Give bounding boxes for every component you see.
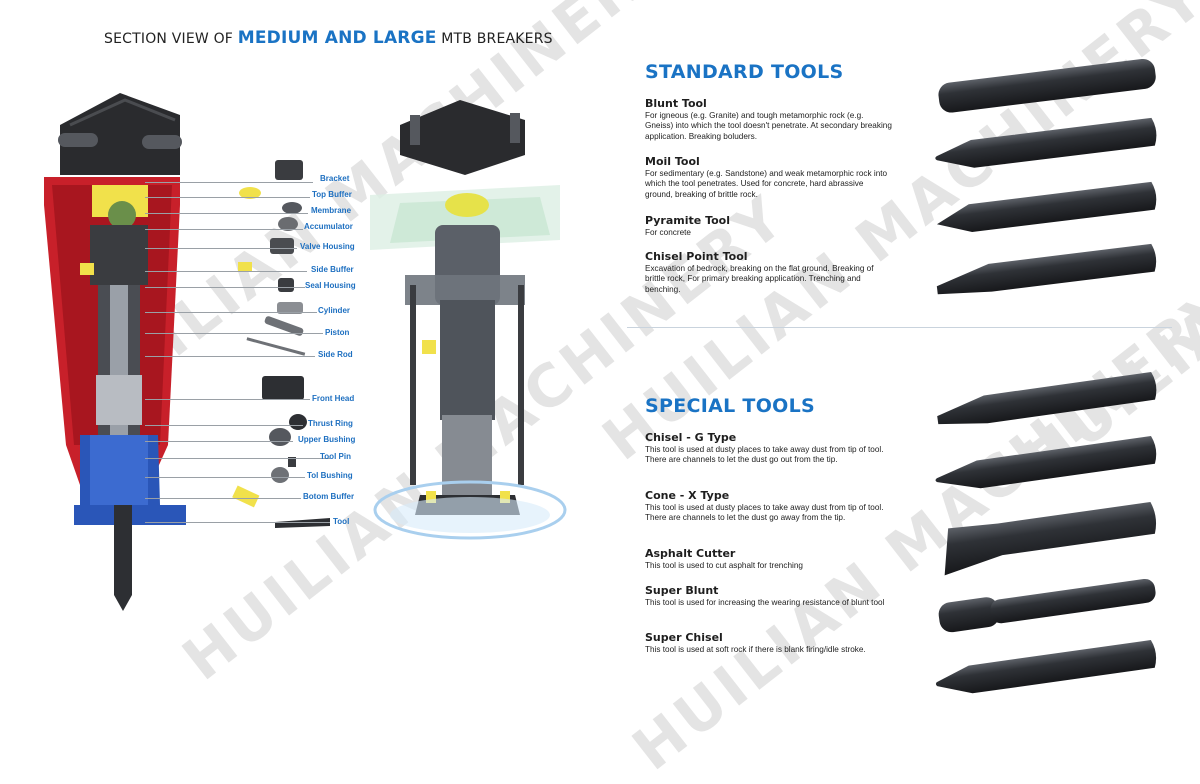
- tool-description: This tool is used at dusty places to tak…: [645, 503, 884, 523]
- special-tools-heading: SPECIAL TOOLS: [645, 395, 815, 417]
- breaker-assembly-illustration: [370, 100, 567, 540]
- special-tool-images: [935, 371, 1157, 694]
- standard-tools-heading: STANDARD TOOLS: [645, 61, 844, 83]
- tool-entry: Super Chisel This tool is used at soft r…: [645, 631, 893, 655]
- tool-entry: Blunt Tool For igneous (e.g. Granite) an…: [645, 97, 893, 142]
- section-divider: [627, 327, 1172, 328]
- standard-tool-images: [935, 58, 1157, 295]
- tool-description: For concrete: [645, 228, 691, 237]
- tool-description: For sedimentary (e.g. Sandstone) and wea…: [645, 169, 888, 199]
- super-blunt-image: [938, 578, 1156, 633]
- part-label: Top Buffer: [312, 190, 352, 199]
- tool-description: Excavation of bedrock, breaking on the f…: [645, 264, 874, 294]
- tool-entry: Pyramite Tool For concrete: [645, 214, 893, 238]
- tool-entry: Chisel Point Tool Excavation of bedrock,…: [645, 250, 893, 295]
- chisel-point-tool-image: [936, 243, 1157, 295]
- part-label: Side Rod: [318, 350, 353, 359]
- part-label: Botom Buffer: [303, 492, 355, 501]
- part-label: Tol Bushing: [307, 471, 353, 480]
- tool-name: Moil Tool: [645, 155, 700, 168]
- breaker-section-illustration: [44, 93, 186, 611]
- chisel-g-type-image: [937, 371, 1157, 425]
- tool-name: Super Chisel: [645, 631, 723, 644]
- part-label: Piston: [325, 328, 350, 337]
- part-label: Accumulator: [304, 222, 353, 231]
- tool-description: This tool is used to cut asphalt for tre…: [645, 561, 803, 570]
- cone-x-type-image: [935, 435, 1157, 489]
- tool-name: Cone - X Type: [645, 489, 730, 502]
- asphalt-cutter-image: [944, 502, 1157, 576]
- tool-name: Asphalt Cutter: [645, 547, 736, 560]
- part-label: Tool Pin: [320, 452, 351, 461]
- tool-name: Blunt Tool: [645, 97, 707, 110]
- part-label: Membrane: [311, 206, 352, 215]
- part-label: Upper Bushing: [298, 435, 356, 444]
- part-label: Valve Housing: [300, 242, 355, 251]
- part-label: Thrust Ring: [308, 419, 353, 428]
- tool-entry: Moil Tool For sedimentary (e.g. Sandston…: [645, 155, 893, 200]
- tool-description: This tool is used for increasing the wea…: [645, 598, 885, 607]
- tool-description: For igneous (e.g. Granite) and tough met…: [645, 111, 892, 141]
- tool-entry: Super Blunt This tool is used for increa…: [645, 584, 893, 608]
- part-label: Side Buffer: [311, 265, 354, 274]
- section-title-highlight: MEDIUM AND LARGE: [237, 28, 437, 48]
- section-title-prefix: SECTION VIEW OF: [104, 31, 238, 47]
- tool-entry: Chisel - G Type This tool is used at dus…: [645, 431, 893, 466]
- part-label: Cylinder: [318, 306, 351, 315]
- tool-entry: Asphalt Cutter This tool is used to cut …: [645, 547, 893, 571]
- part-label: Bracket: [320, 174, 350, 183]
- moil-tool-image: [935, 117, 1157, 168]
- tool-name: Super Blunt: [645, 584, 719, 597]
- section-title: SECTION VIEW OF MEDIUM AND LARGE MTB BRE…: [104, 28, 553, 48]
- blunt-tool-image: [938, 58, 1156, 113]
- tool-entry: Cone - X Type This tool is used at dusty…: [645, 489, 893, 524]
- pyramid-tool-image: [936, 181, 1157, 233]
- section-title-suffix: MTB BREAKERS: [436, 31, 553, 47]
- super-chisel-image: [935, 639, 1157, 694]
- part-label: Front Head: [312, 394, 355, 403]
- tool-name: Pyramite Tool: [645, 214, 730, 227]
- tool-description: This tool is used at dusty places to tak…: [645, 445, 884, 465]
- tool-name: Chisel Point Tool: [645, 250, 748, 263]
- tool-name: Chisel - G Type: [645, 431, 737, 444]
- part-label: Seal Housing: [305, 281, 356, 290]
- tool-description: This tool is used at soft rock if there …: [645, 645, 866, 654]
- part-label: Tool: [333, 517, 350, 526]
